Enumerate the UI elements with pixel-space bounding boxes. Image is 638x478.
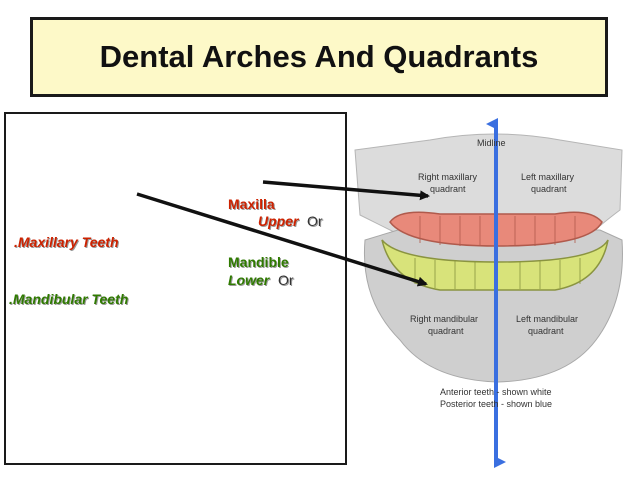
upper-or-label: Or — [307, 213, 323, 229]
right-maxillary-label-2: quadrant — [430, 184, 466, 194]
left-maxillary-label-2: quadrant — [531, 184, 567, 194]
midline-label: Midline — [477, 138, 506, 148]
legend-posterior: Posterior teeth - shown blue — [440, 399, 552, 409]
mandibular-teeth-label: .Mandibular Teeth — [9, 291, 129, 307]
mandible-label: Mandible — [228, 254, 289, 270]
right-maxillary-label-1: Right maxillary — [418, 172, 478, 182]
right-mandibular-label-2: quadrant — [428, 326, 464, 336]
maxillary-teeth-label: .Maxillary Teeth — [14, 234, 119, 250]
right-mandibular-label-1: Right mandibular — [410, 314, 478, 324]
arrow-to-upper-arch — [262, 180, 430, 201]
left-maxillary-label-1: Left maxillary — [521, 172, 575, 182]
arrow-to-lower-arch — [136, 192, 428, 287]
lower-label: Lower — [228, 272, 270, 288]
left-panel — [4, 112, 347, 465]
upper-label: Upper — [258, 213, 299, 229]
page-title: Dental Arches And Quadrants — [99, 39, 539, 74]
left-mandibular-label-1: Left mandibular — [516, 314, 578, 324]
left-mandibular-label-2: quadrant — [528, 326, 564, 336]
lower-or-label: Or — [278, 272, 294, 288]
legend-anterior: Anterior teeth - shown white — [440, 387, 552, 397]
maxilla-label: Maxilla — [228, 196, 275, 212]
title-box: Dental Arches And Quadrants — [30, 17, 608, 97]
